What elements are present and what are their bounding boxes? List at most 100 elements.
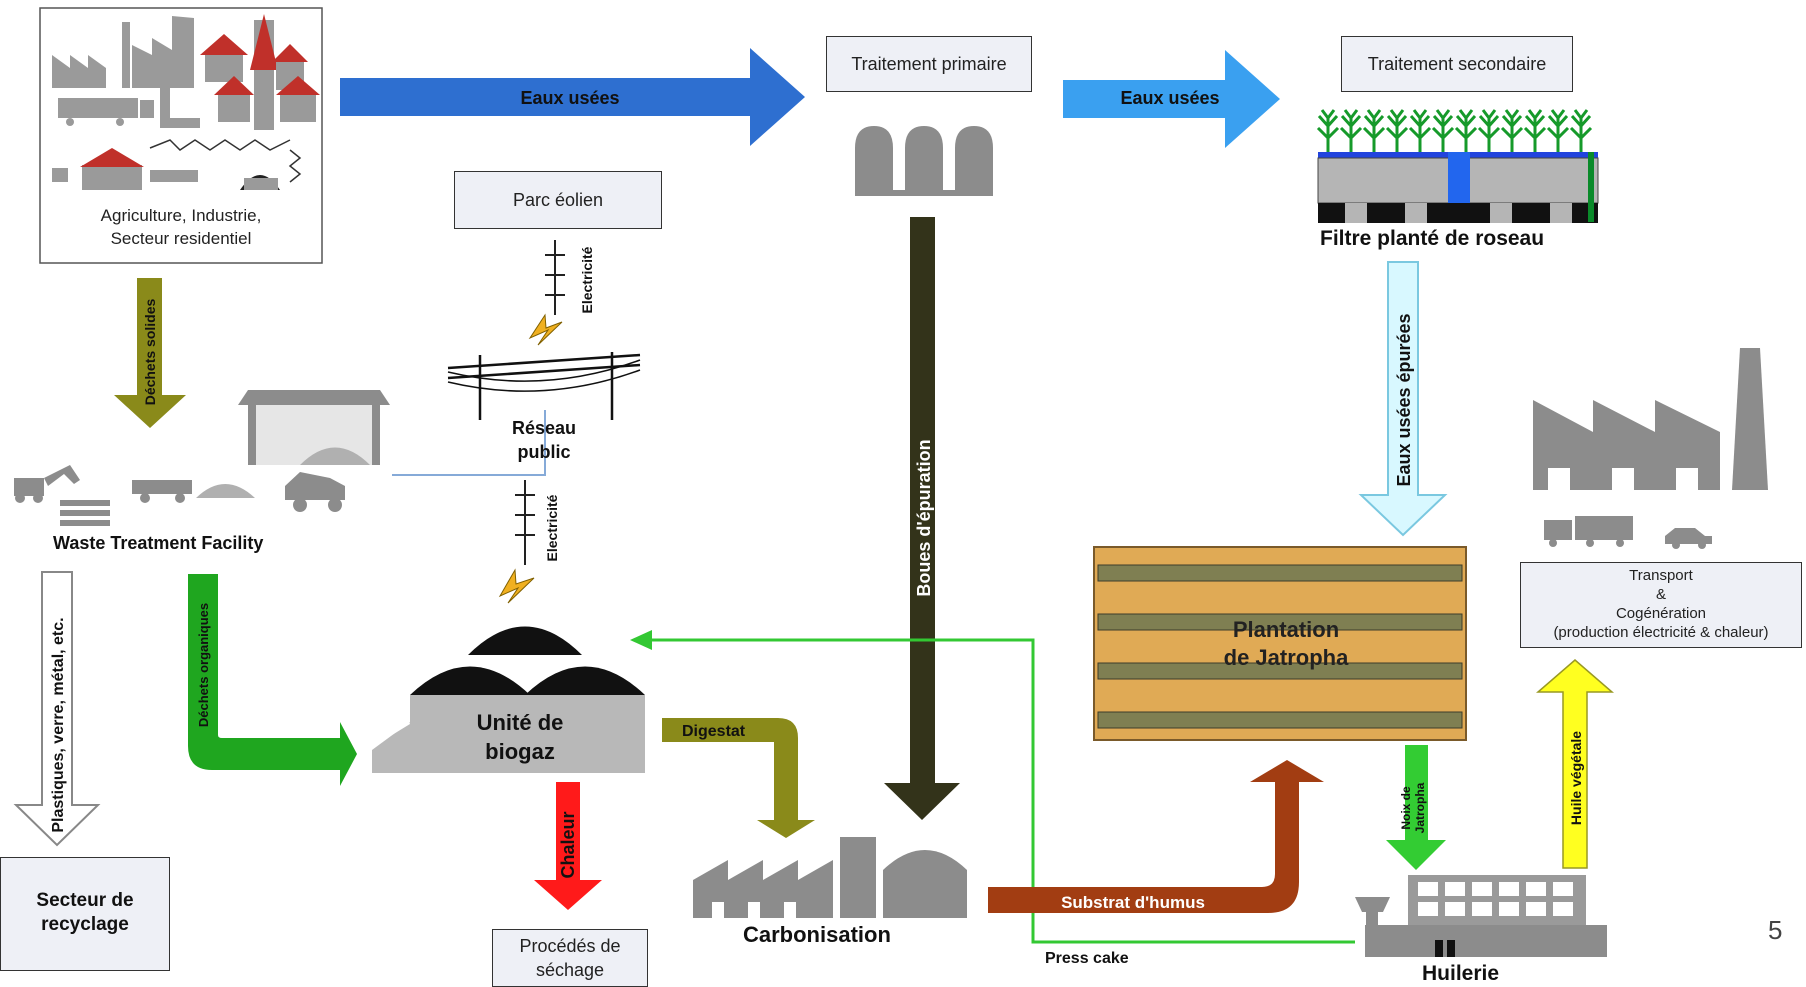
mill-window (1553, 902, 1573, 916)
grid-label-line1: Réseau (511, 418, 577, 438)
sludge-label: Boues d'épuration (914, 439, 934, 596)
lightning-icon-1 (528, 313, 563, 346)
mill-window (1526, 882, 1546, 896)
transport-box: Transport & Cogénération (production éle… (1520, 562, 1802, 648)
lightning-icon-2 (498, 568, 535, 604)
biogas-unit-icon (372, 626, 645, 773)
wastewater-label-1: Eaux usées (520, 88, 619, 108)
press-cake-label: Press cake (1045, 950, 1129, 967)
reed-icon (1408, 109, 1432, 152)
grid-label: Réseau public (490, 416, 598, 464)
mill-window (1499, 902, 1519, 916)
truck-icon (58, 85, 200, 128)
mill-window (1472, 882, 1492, 896)
organic-waste-label: Déchets organiques (196, 603, 211, 727)
reed-icon (1546, 109, 1570, 152)
drying-line2: séchage (535, 960, 605, 980)
mill-window (1418, 902, 1438, 916)
plantation-label-line1: Plantation (1232, 617, 1340, 642)
mill-window (1418, 882, 1438, 896)
reed-filter-label: Filtre planté de roseau (1320, 227, 1545, 250)
transport-line1: Transport (1629, 567, 1693, 584)
mill-window (1445, 902, 1465, 916)
nuts-arrow: Noix de Jatropha (1386, 745, 1446, 870)
mill-window (1445, 882, 1465, 896)
transport-line4: (production électricité & chaleur) (1553, 624, 1769, 641)
treated-water-label: Eaux usées épurées (1394, 313, 1414, 486)
wastewater-arrow-1: Eaux usées (340, 48, 805, 146)
plastics-label: Plastiques, verre, métal, etc. (50, 617, 67, 832)
primary-treatment-box: Traitement primaire (826, 36, 1032, 92)
reed-icon (1339, 109, 1363, 152)
secondary-treatment-box: Traitement secondaire (1341, 36, 1573, 92)
grid-pylon-icon (447, 352, 641, 420)
page-number: 5 (1768, 915, 1783, 945)
reed-icon (1523, 109, 1547, 152)
grid-label-line2: public (517, 442, 571, 462)
oil-mill-icon (1355, 875, 1607, 957)
plantation-label: Plantation de Jatropha (1170, 616, 1402, 672)
reed-icon (1431, 109, 1455, 152)
mill-window (1472, 902, 1492, 916)
reed-icon (1477, 109, 1501, 152)
treated-water-arrow: Eaux usées épurées (1358, 261, 1448, 537)
biogas-label: Unité de biogaz (440, 708, 600, 766)
nuts-label-line1: Noix de (1399, 786, 1413, 830)
sources-label-line1: Agriculture, Industrie, (101, 206, 262, 225)
jatropha-plantation (1093, 546, 1467, 741)
press-cake-arrowhead (630, 630, 652, 650)
reed-icon (1569, 109, 1593, 152)
nuts-label-line2: Jatropha (1413, 782, 1427, 833)
reed-icon (1316, 109, 1340, 152)
secondary-treatment-label: Traitement secondaire (1367, 54, 1547, 74)
wind-park-label: Parc éolien (512, 190, 604, 210)
waste-facility-label: Waste Treatment Facility (53, 533, 264, 553)
biogas-label-line2: biogaz (485, 739, 555, 764)
recycling-line1: Secteur de (36, 890, 134, 911)
electricity-label-2: Electricité (544, 494, 560, 561)
truck-car-icon (1544, 516, 1712, 549)
carbonisation-label: Carbonisation (743, 922, 891, 947)
humus-label: Substrat d'humus (1061, 893, 1205, 912)
reed-icon (1454, 109, 1478, 152)
heat-label: Chaleur (558, 811, 578, 878)
mill-window (1526, 902, 1546, 916)
wind-park-box: Parc éolien (454, 171, 662, 229)
press-cake-line (650, 638, 1355, 944)
factory-icon (52, 16, 194, 88)
power-pole-icon-2 (515, 480, 535, 565)
drying-line1: Procédés de (519, 936, 621, 956)
carbonisation-factory-icon (693, 837, 967, 918)
biogas-label-line1: Unité de (476, 710, 564, 735)
electricity-label-1: Electricité (579, 246, 595, 313)
recycling-box: Secteur de recyclage (0, 857, 170, 971)
humus-arrow: Substrat d'humus (988, 760, 1324, 913)
primary-treatment-label: Traitement primaire (851, 54, 1007, 74)
plastics-arrow: Plastiques, verre, métal, etc. (13, 571, 101, 847)
reed-icon (1362, 109, 1386, 152)
mill-window (1499, 882, 1519, 896)
reed-icon (1500, 109, 1524, 152)
transport-line3: Cogénération (1615, 605, 1707, 622)
grid-connector-line (392, 410, 546, 476)
heat-arrow: Chaleur (534, 782, 602, 910)
digestate-label: Digestat (682, 723, 746, 740)
sources-box: Agriculture, Industrie, Secteur resident… (39, 7, 323, 264)
wastewater-label-2: Eaux usées (1120, 88, 1219, 108)
veg-oil-label: Huile végétale (1568, 731, 1584, 825)
organic-waste-arrow: Déchets organiques (188, 574, 357, 786)
wastewater-arrow-2: Eaux usées (1063, 50, 1280, 148)
recycling-line2: recyclage (41, 914, 129, 935)
primary-tanks-icon (855, 126, 993, 196)
digestate-arrow: Digestat (662, 718, 815, 838)
cogeneration-factory-icon (1533, 348, 1768, 490)
reed-icon (1385, 109, 1409, 152)
transport-line2: & (1655, 586, 1666, 603)
waste-facility-icon (14, 390, 390, 526)
farm-icon (52, 139, 302, 190)
sources-label-line2: Secteur residentiel (111, 229, 252, 248)
oil-mill-label: Huilerie (1422, 962, 1500, 985)
veg-oil-arrow: Huile végétale (1535, 659, 1615, 869)
sludge-arrow: Boues d'épuration (884, 217, 960, 820)
reed-filter-icon (1316, 109, 1599, 223)
